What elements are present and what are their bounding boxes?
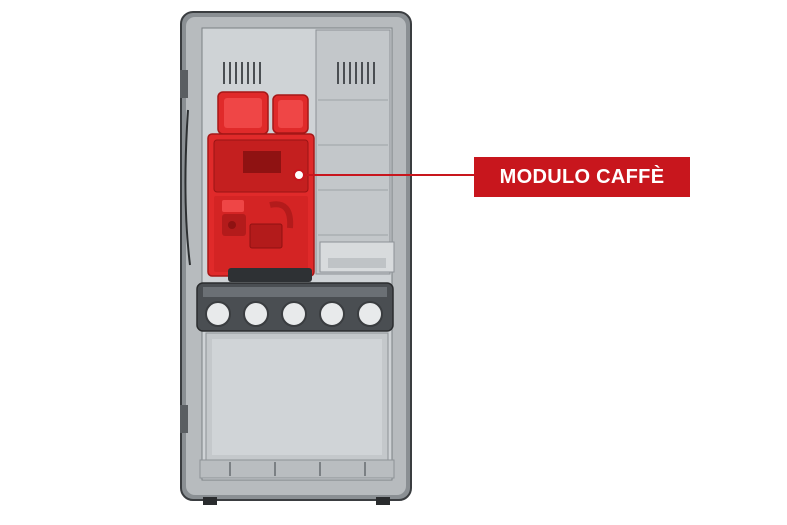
canister-row: [196, 282, 394, 332]
top-vents: [223, 62, 375, 84]
cabinet-feet: [203, 497, 390, 505]
coffee-module: [207, 91, 315, 282]
lower-compartment: [199, 332, 395, 479]
callout-dot-icon: [293, 169, 305, 181]
callout-pointer: [293, 169, 474, 181]
callout-label-coffee-module: MODULO CAFFÈ: [474, 157, 690, 197]
